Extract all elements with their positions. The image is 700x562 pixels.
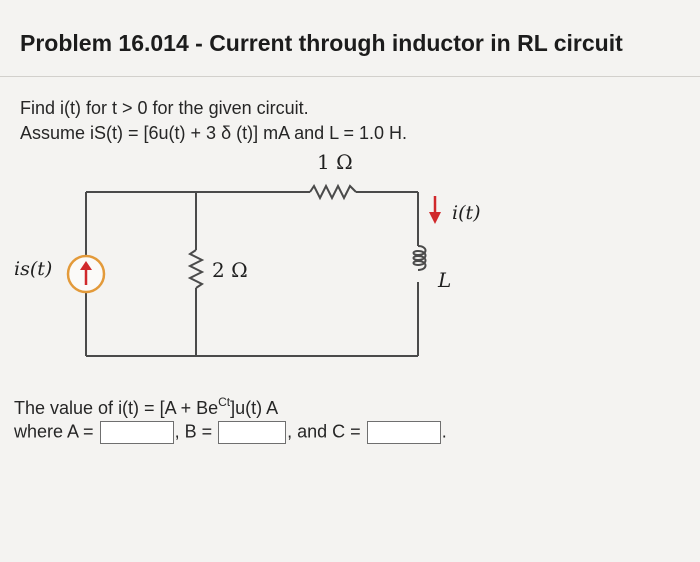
source-arrow-icon: [80, 261, 92, 270]
source-label: is(t): [14, 258, 53, 280]
end-punctuation: .: [441, 421, 447, 442]
answer-a-input[interactable]: [99, 421, 174, 444]
title-divider: [0, 76, 700, 77]
find-statement: Find i(t) for t > 0 for the given circui…: [20, 98, 309, 118]
resistor-2ohm: [187, 249, 205, 289]
current-arrow-icon: [429, 212, 441, 224]
answer-expression: The value of i(t) = [A + BeCt]u(t) A: [14, 395, 279, 419]
assume-statement: Assume iS(t) = [6u(t) + 3 δ (t)] mA and …: [20, 123, 407, 143]
answer-exponent: Ct: [218, 395, 231, 409]
answer-b-input[interactable]: [218, 421, 287, 444]
current-label: i(t): [452, 202, 481, 224]
answer-c-input[interactable]: [366, 421, 441, 444]
page-title: Problem 16.014 - Current through inducto…: [20, 30, 623, 56]
inductor-coil: [412, 245, 427, 271]
resistor-1ohm-label: 1 Ω: [317, 150, 353, 174]
resistor-2ohm-label: 2 Ω: [212, 258, 248, 282]
resistor-1ohm: [309, 183, 357, 201]
where-a-label: where A =: [14, 421, 94, 442]
b-label: , B =: [174, 421, 213, 442]
c-label: , and C =: [287, 421, 361, 442]
answer-row: where A = , B = , and C = .: [14, 421, 447, 444]
answer-expression-tail: ]u(t) A: [230, 398, 279, 418]
answer-expression-head: The value of i(t) = [A + Be: [14, 398, 219, 418]
inductor-label: L: [438, 268, 452, 292]
